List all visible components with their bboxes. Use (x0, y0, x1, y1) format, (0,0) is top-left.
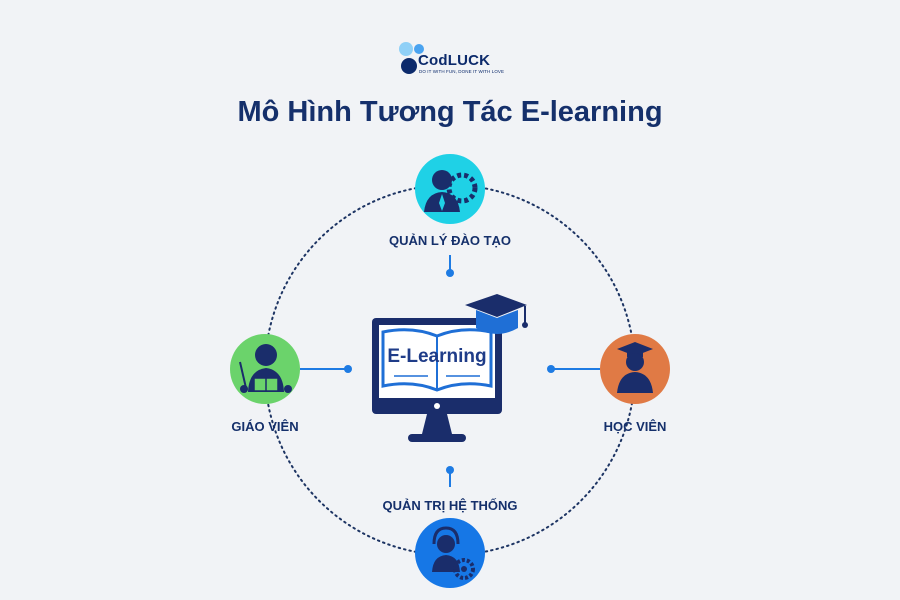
elearning-screen-text: E-Learning (387, 346, 487, 367)
codluck-logo: CodLUCK DO IT WITH FUN, DONE IT WITH LOV… (398, 40, 508, 80)
student-graduate-icon (600, 334, 670, 404)
open-book-icon (381, 328, 493, 392)
connector-right (547, 365, 600, 373)
admin-headset-gear-icon (415, 518, 485, 588)
logo-mark-icon (399, 42, 424, 74)
logo-tagline: DO IT WITH FUN, DONE IT WITH LOVE (419, 69, 505, 74)
page-title: Mô Hình Tương Tác E-learning (237, 96, 663, 128)
connector-top (446, 255, 454, 277)
connector-left (300, 365, 352, 373)
connector-bottom (446, 466, 454, 487)
teacher-icon (230, 334, 300, 404)
manager-gear-icon (415, 154, 485, 224)
label-quan-tri-he-thong: QUẢN TRỊ HỆ THỐNG (382, 498, 518, 513)
label-quan-ly-dao-tao: QUẢN LÝ ĐÀO TẠO (388, 233, 512, 248)
label-hoc-vien: HỌC VIÊN (603, 419, 667, 434)
logo-name: CodLUCK (418, 52, 491, 69)
graduation-cap-icon (465, 294, 528, 334)
label-giao-vien: GIÁO VIÊN (231, 419, 299, 434)
